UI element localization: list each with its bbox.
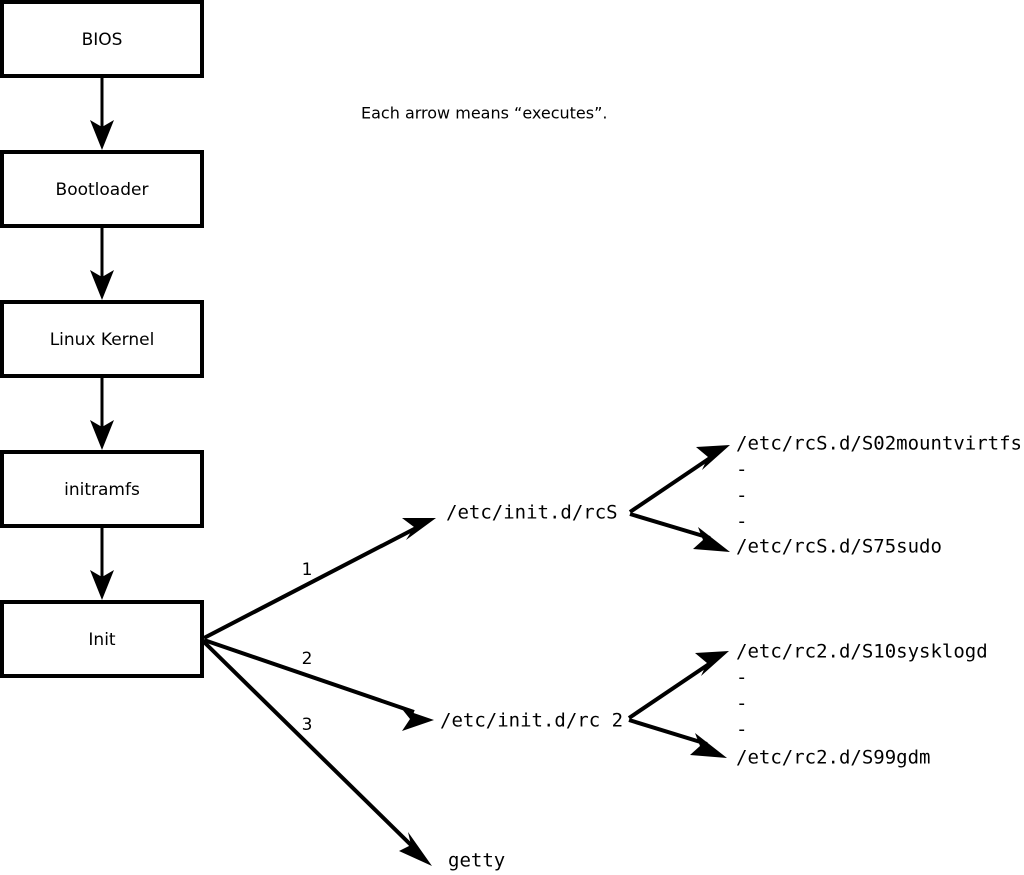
arrow-kernel-to-initramfs (90, 376, 114, 450)
label-init-d-rc2[interactable]: /etc/init.d/rc 2 (440, 710, 623, 732)
rc2-ellipsis-dash-3: - (736, 719, 747, 741)
node-bios[interactable]: BIOS (0, 0, 204, 78)
arrow-bios-to-bootloader (90, 76, 114, 150)
arrow-rcs-to-last-script (629, 512, 730, 552)
node-init[interactable]: Init (0, 600, 204, 678)
label-getty[interactable]: getty (448, 850, 505, 872)
rcs-ellipsis-dash-2: - (736, 485, 747, 507)
node-linux-kernel[interactable]: Linux Kernel (0, 300, 204, 378)
node-bootloader-label: Bootloader (56, 180, 149, 200)
diagram-caption: Each arrow means “executes”. (361, 104, 607, 123)
rcs-ellipsis-dash-3: - (736, 511, 747, 533)
node-linux-kernel-label: Linux Kernel (50, 330, 155, 350)
label-init-d-rcs[interactable]: /etc/init.d/rcS (446, 502, 618, 524)
label-rc2-last-script[interactable]: /etc/rc2.d/S99gdm (736, 747, 930, 769)
edge-label-2: 2 (302, 649, 313, 669)
label-rcs-first-script[interactable]: /etc/rcS.d/S02mountvirtfs (736, 433, 1022, 455)
arrow-init-to-rc2 (203, 638, 434, 731)
arrow-rc2-to-last-script (628, 718, 727, 758)
rcs-ellipsis-dash-1: - (736, 459, 747, 481)
arrow-initramfs-to-init (90, 526, 114, 600)
rc2-ellipsis-dash-1: - (736, 667, 747, 689)
arrow-rc2-to-first-script (627, 651, 729, 720)
node-bootloader[interactable]: Bootloader (0, 150, 204, 228)
rc2-ellipsis-dash-2: - (736, 693, 747, 715)
label-rcs-last-script[interactable]: /etc/rcS.d/S75sudo (736, 536, 942, 558)
node-bios-label: BIOS (82, 30, 123, 50)
arrow-init-to-rcs (203, 518, 436, 640)
node-initramfs-label: initramfs (64, 480, 140, 500)
node-initramfs-rect (0, 450, 204, 528)
edge-label-3: 3 (302, 715, 313, 735)
node-bios-rect (0, 0, 204, 78)
arrow-bootloader-to-kernel (90, 226, 114, 300)
arrow-init-to-getty (202, 640, 432, 866)
node-initramfs[interactable]: initramfs (0, 450, 204, 528)
arrow-rcs-to-first-script (628, 445, 730, 514)
node-init-rect (0, 600, 204, 678)
label-rc2-first-script[interactable]: /etc/rc2.d/S10sysklogd (736, 641, 988, 663)
edge-label-1: 1 (302, 560, 313, 580)
node-init-label: Init (88, 630, 116, 650)
